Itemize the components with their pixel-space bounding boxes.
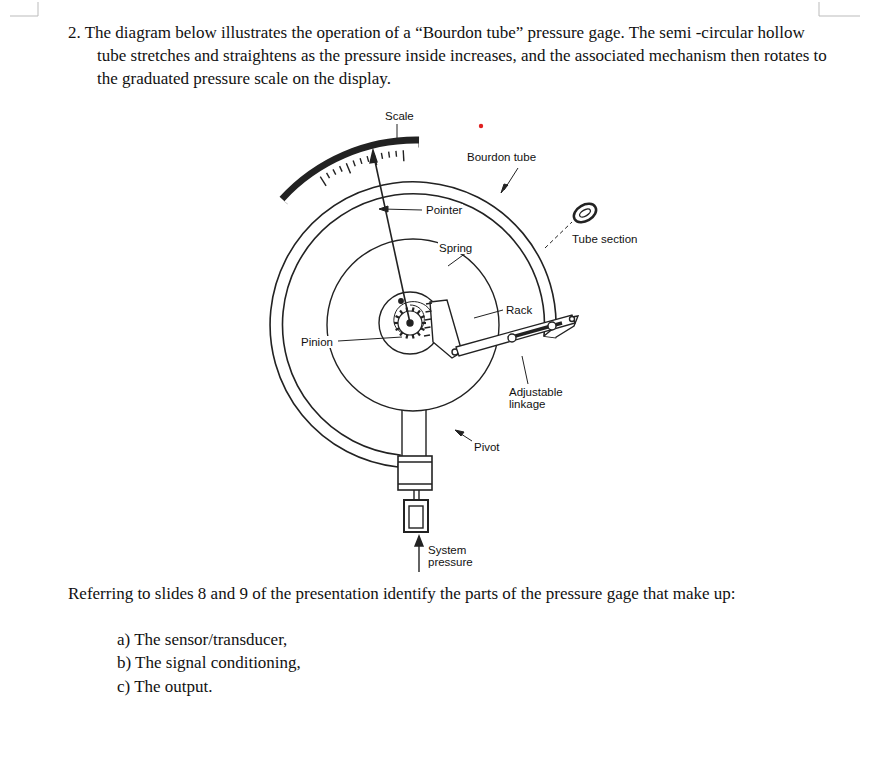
stroke — [412, 307, 415, 311]
socket — [398, 456, 432, 490]
page-corner — [819, 2, 820, 16]
adjust-screw — [548, 322, 556, 330]
stroke — [340, 166, 343, 171]
spring-pin — [399, 299, 403, 303]
fitting-bore — [409, 506, 423, 528]
stroke — [417, 310, 419, 313]
stroke — [381, 153, 382, 159]
stroke — [405, 335, 408, 339]
part-label: Scale — [384, 110, 415, 122]
tube-section-icon — [571, 200, 600, 226]
stroke — [346, 163, 350, 173]
part-label: Pivot — [473, 441, 501, 453]
part-label: Bourdon tube — [466, 151, 537, 163]
part-label: Pointer — [425, 204, 463, 216]
answer-item: b) The signal conditioning, — [117, 651, 301, 674]
fitting — [404, 500, 428, 532]
stroke — [367, 156, 369, 162]
part-label: Rack — [505, 304, 533, 316]
tip-pin — [570, 317, 575, 322]
page-corner — [10, 16, 38, 17]
stroke — [422, 322, 426, 324]
stroke — [426, 303, 432, 304]
red-dot — [479, 124, 483, 128]
stroke — [417, 332, 419, 335]
part-label: Tube section — [571, 233, 638, 245]
pressure-arrowhead — [415, 536, 423, 546]
part-label: Pinion — [300, 336, 334, 348]
stroke — [327, 173, 330, 178]
scale-ticks — [320, 150, 404, 186]
stroke — [353, 161, 355, 167]
bourdon-tube — [270, 182, 556, 467]
stroke — [426, 311, 432, 312]
dial-disc — [327, 239, 499, 411]
stroke — [400, 332, 402, 335]
question-prompt: Referring to slides 8 and 9 of the prese… — [68, 582, 793, 605]
stroke — [320, 177, 326, 186]
stroke — [425, 319, 431, 320]
stroke — [394, 322, 398, 324]
stroke — [396, 328, 400, 330]
part-label: Spring — [438, 242, 473, 254]
rack-teeth — [424, 303, 432, 336]
answer-item: a) The sensor/transducer, — [117, 628, 287, 651]
adjust-screw — [508, 334, 516, 342]
spring — [394, 302, 430, 335]
pointer-tip — [370, 150, 377, 163]
tube-section-bore — [578, 207, 591, 218]
stroke — [400, 310, 402, 313]
stroke — [388, 152, 390, 158]
question-text: 2. The diagram below illustrates the ope… — [68, 21, 828, 90]
stroke — [421, 328, 425, 330]
stroke — [360, 158, 362, 164]
part-label: System pressure — [427, 544, 481, 568]
stroke — [424, 335, 430, 336]
stroke — [425, 327, 431, 328]
stroke — [421, 316, 425, 318]
page-corner — [819, 16, 860, 17]
linkage-bar — [456, 315, 575, 356]
stroke — [395, 151, 397, 157]
answer-item: c) The output. — [117, 675, 213, 698]
stroke — [412, 335, 415, 339]
page-corner — [38, 2, 39, 16]
stroke — [403, 150, 405, 161]
part-label: Adjustable linkage — [508, 386, 574, 410]
stroke — [396, 316, 400, 318]
pointer-needle — [373, 152, 410, 323]
stroke — [333, 169, 336, 174]
